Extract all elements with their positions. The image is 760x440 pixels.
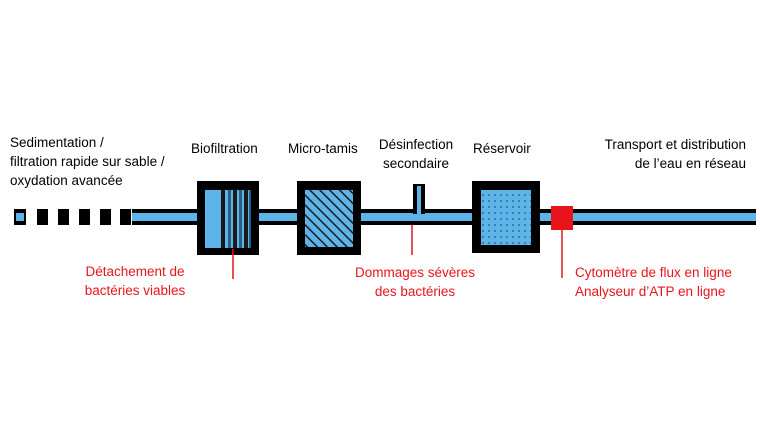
disinfection-injection-pipe — [413, 184, 425, 216]
biofiltration-label: Biofiltration — [191, 141, 258, 156]
damage-annotation: Dommages sévères des bactéries — [355, 265, 476, 299]
disinfection-label: Désinfection secondaire — [378, 137, 454, 171]
monitoring-annotation: Cytomètre de flux en ligne Analyseur d’A… — [575, 265, 732, 299]
biofiltration-unit — [197, 181, 259, 255]
distribution-label: Transport et distribution de l’eau en ré… — [604, 137, 746, 171]
pretreatment-label: Sedimentation / filtration rapide sur sa… — [10, 135, 165, 188]
detachment-annotation: Détachement de bactéries viables — [84, 264, 186, 298]
main-pipe — [132, 209, 756, 225]
monitoring-sensor — [551, 206, 573, 230]
reservoir-unit — [472, 181, 540, 253]
reservoir-label: Réservoir — [473, 141, 531, 156]
dashed-pipe-segment — [14, 209, 131, 225]
microtamis-unit — [297, 181, 361, 255]
microtamis-label: Micro-tamis — [288, 141, 358, 156]
